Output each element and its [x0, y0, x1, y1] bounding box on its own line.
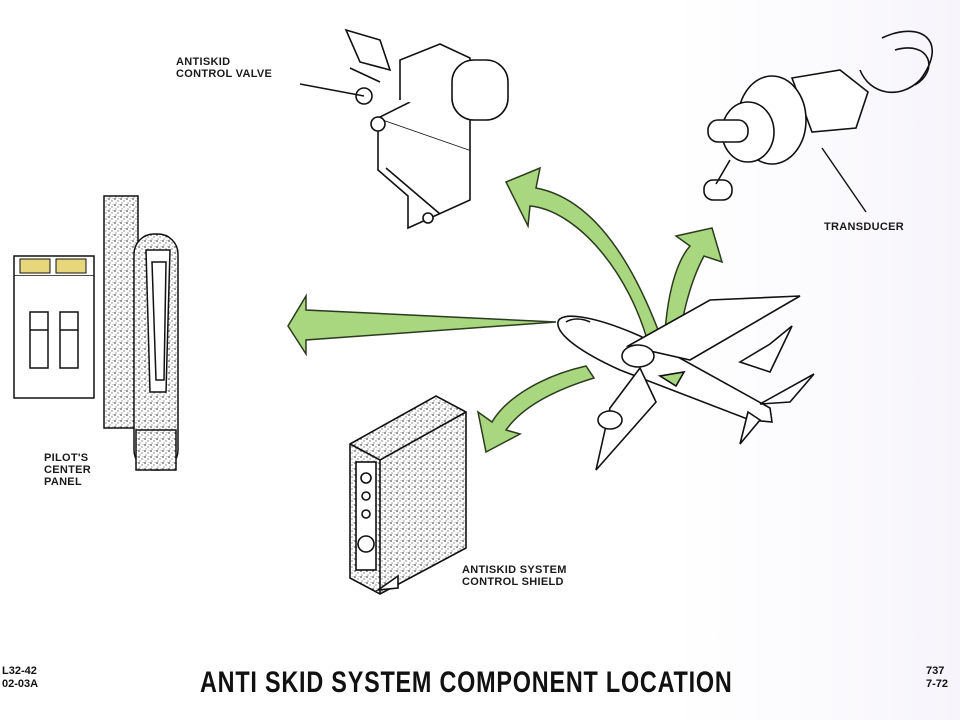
label-control-valve: ANTISKID CONTROL VALVE	[176, 56, 273, 80]
diagram-title: ANTI SKID SYSTEM COMPONENT LOCATION	[200, 666, 733, 699]
antiskid-control-valve	[344, 28, 509, 230]
control-valve-leader	[299, 83, 365, 97]
antiskid-control-shield	[349, 395, 467, 595]
arrow-to-panel	[287, 293, 557, 357]
doc-code-right: 737 7-72	[926, 665, 949, 690]
label-pilot-center-panel: PILOT'S CENTER PANEL	[44, 452, 92, 488]
pilot-center-panel	[13, 195, 179, 471]
doc-code-left: L32-42 02-03A	[2, 665, 39, 690]
transducer-component	[703, 30, 933, 201]
label-transducer: TRANSDUCER	[824, 221, 904, 233]
label-control-shield: ANTISKID SYSTEM CONTROL SHIELD	[462, 564, 567, 588]
transducer-leader	[821, 147, 867, 213]
arrow-to-valve	[504, 166, 665, 351]
airplane	[557, 295, 815, 471]
location-arrows	[287, 166, 724, 454]
arrow-to-shield	[476, 365, 596, 454]
